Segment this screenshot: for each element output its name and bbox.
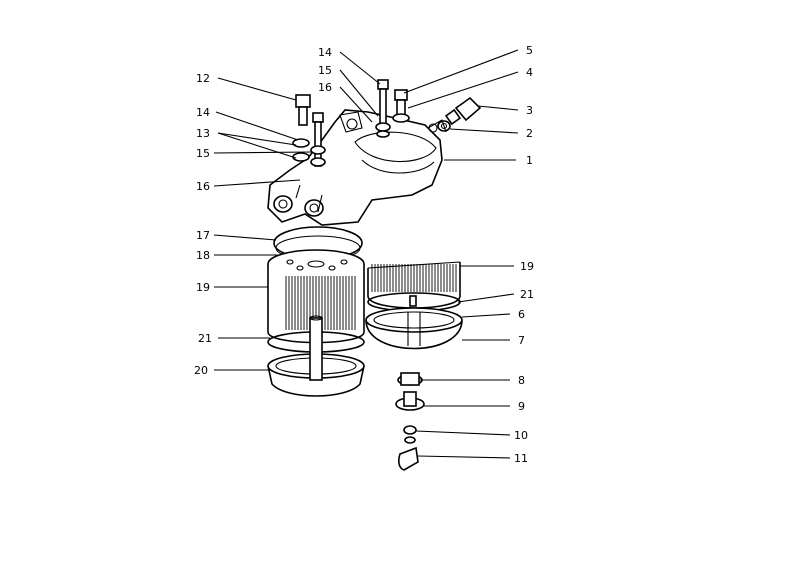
- callout-18: 18: [196, 249, 210, 262]
- callout-13: 13: [196, 127, 210, 140]
- callout-21a: 21: [198, 332, 212, 345]
- filter-element-19-left: [267, 249, 365, 344]
- callout-16a: 16: [196, 180, 210, 193]
- callout-10: 10: [514, 429, 528, 442]
- callout-3: 3: [526, 104, 533, 117]
- bowl-7: [365, 307, 463, 350]
- callout-2: 2: [526, 127, 533, 140]
- callout-15b: 15: [318, 64, 332, 77]
- callout-1: 1: [526, 154, 533, 167]
- drain-screw-11: [398, 446, 419, 471]
- callout-15a: 15: [196, 147, 210, 160]
- bolt-14-right: [375, 79, 391, 138]
- drain-fitting-8: [397, 372, 423, 386]
- bolt-5: [392, 89, 410, 123]
- gasket-9: [395, 391, 425, 411]
- callout-11: 11: [514, 452, 528, 465]
- callout-6: 6: [518, 308, 525, 321]
- callout-8: 8: [518, 374, 525, 387]
- callout-17: 17: [196, 229, 210, 242]
- callout-20: 20: [194, 364, 208, 377]
- callout-14a: 14: [196, 106, 210, 119]
- callout-7: 7: [518, 334, 525, 347]
- callout-21b: 21: [520, 288, 534, 301]
- callout-5: 5: [526, 44, 533, 57]
- callout-19a: 19: [196, 281, 210, 294]
- washer-2: [437, 120, 451, 132]
- bowl-20: [267, 315, 365, 397]
- washers-13: [292, 138, 326, 167]
- plug-3: [444, 96, 482, 126]
- filter-element-19-right: [367, 261, 461, 309]
- callout-4: 4: [526, 66, 533, 79]
- filter-head-housing: [267, 109, 447, 226]
- callout-9: 9: [518, 400, 525, 413]
- leader-lines: [213, 49, 519, 459]
- callout-12: 12: [196, 72, 210, 85]
- bolt-12: [295, 94, 311, 126]
- callout-14b: 14: [318, 46, 332, 59]
- callout-labels: 1 2 3 4 5 6 7 8 9 10 11 12 13 14 14 15 1…: [194, 44, 534, 465]
- callout-16b: 16: [318, 81, 332, 94]
- callout-19b: 19: [520, 260, 534, 273]
- washer-10: [403, 425, 417, 444]
